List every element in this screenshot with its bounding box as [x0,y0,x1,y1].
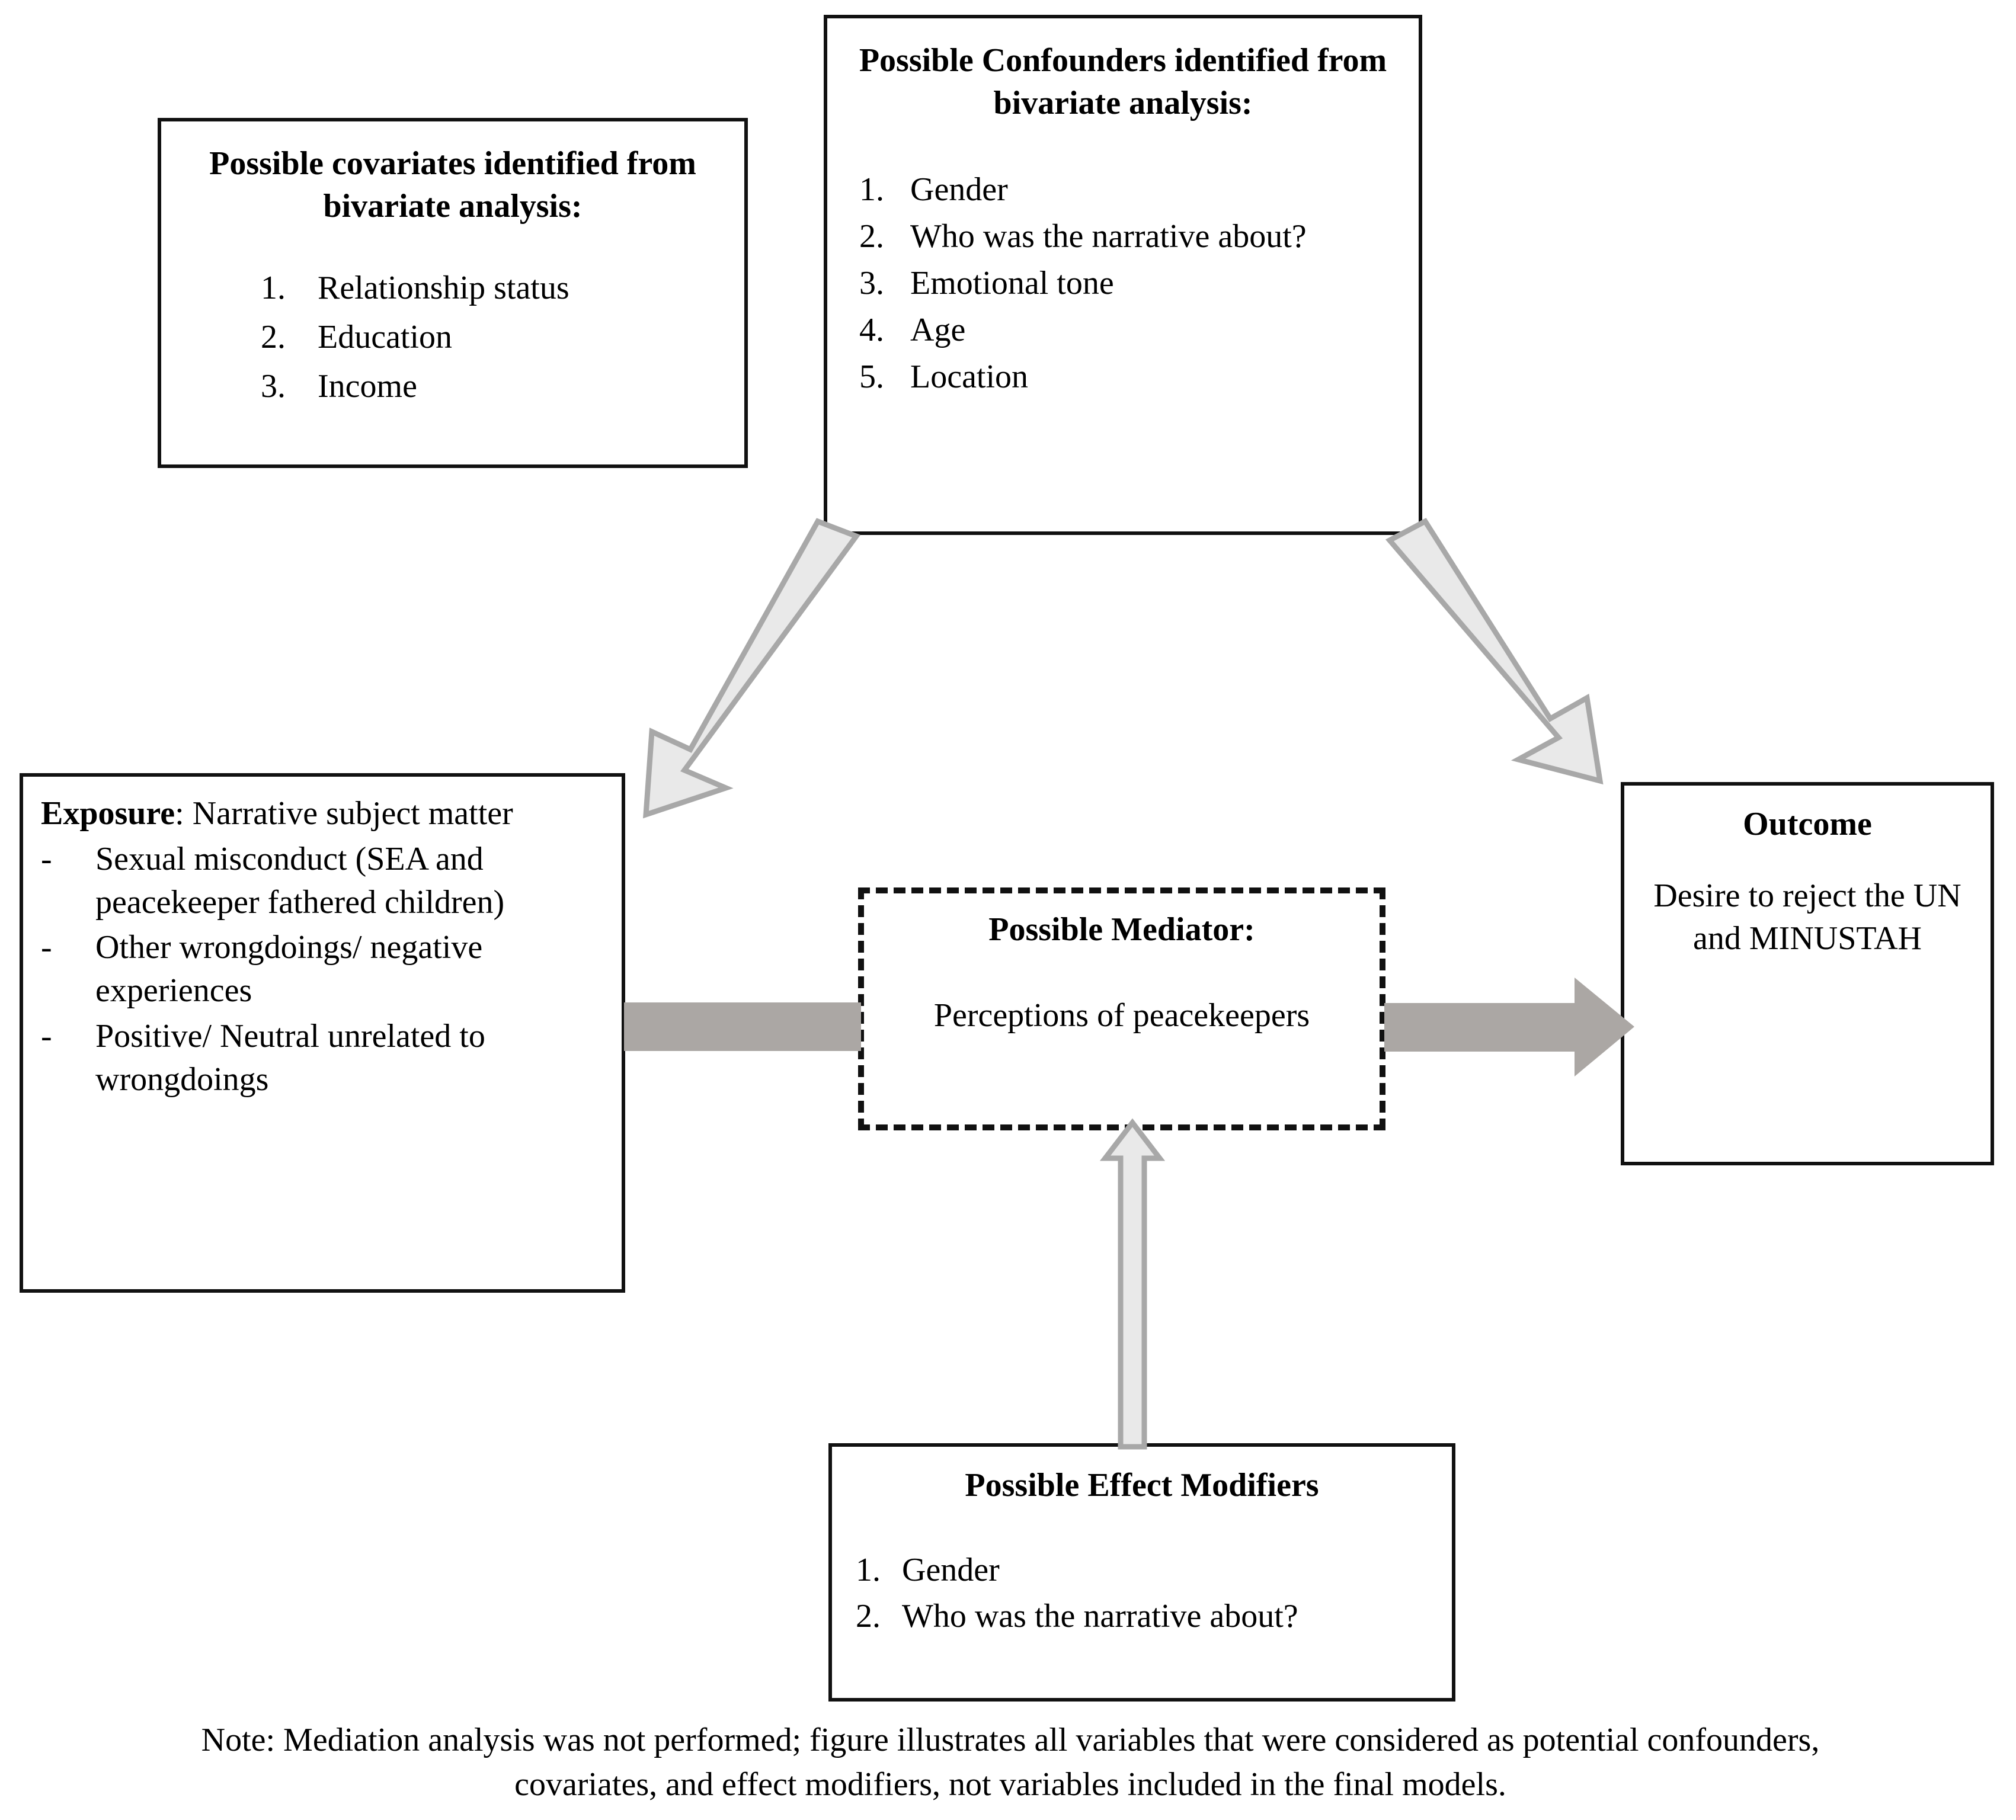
list-item: - Other wrongdoings/ negative experience… [41,926,604,1012]
arrow-confounders-to-exposure [643,518,861,819]
exposure-label: Exposure [41,795,175,832]
possible-effect-modifiers-list: 1. Gender 2. Who was the narrative about… [853,1549,1431,1639]
list-text: Other wrongdoings/ negative experiences [95,929,483,1010]
list-item: 2. Who was the narrative about? [856,1595,1431,1638]
possible-mediator-box: Possible Mediator: Perceptions of peacek… [858,887,1385,1130]
exposure-list: - Sexual misconduct (SEA and peacekeeper… [41,838,604,1101]
list-text: Who was the narrative about? [902,1598,1298,1635]
list-text: Relationship status [318,270,569,307]
list-marker: - [41,929,52,966]
exposure-heading: Exposure: Narrative subject matter [41,792,604,835]
possible-confounders-list: 1. Gender 2. Who was the narrative about… [855,168,1391,398]
list-marker: 1. [859,171,884,209]
list-marker: 2. [859,218,884,255]
list-item: 3. Income [261,365,721,408]
list-marker: 3. [261,367,286,405]
outcome-title: Outcome [1743,806,1872,842]
list-text: Who was the narrative about? [910,218,1307,255]
list-marker: - [41,1017,52,1055]
list-text: Positive/ Neutral unrelated to wrongdoin… [95,1017,485,1098]
exposure-label-suffix: : Narrative subject matter [175,795,513,832]
possible-confounders-title: Possible Confounders identified from biv… [859,42,1387,121]
list-item: - Sexual misconduct (SEA and peacekeeper… [41,838,604,924]
possible-covariates-box: Possible covariates identified from biva… [158,118,748,468]
list-text: Emotional tone [910,264,1114,302]
list-item: - Positive/ Neutral unrelated to wrongdo… [41,1015,604,1101]
list-item: 1. Relationship status [261,267,721,310]
arrow-confounders-to-outcome [1385,518,1604,785]
list-marker: 2. [856,1598,881,1635]
possible-effect-modifiers-box: Possible Effect Modifiers 1. Gender 2. W… [828,1443,1455,1702]
arrow-modifiers-to-mediator [1099,1118,1166,1450]
list-item: 4. Age [859,309,1391,352]
figure-note: Note: Mediation analysis was not perform… [201,1722,1820,1803]
possible-covariates-title: Possible covariates identified from biva… [209,145,696,225]
list-text: Sexual misconduct (SEA and peacekeeper f… [95,840,505,921]
possible-covariates-list: 1. Relationship status 2. Education 3. I… [185,267,721,408]
exposure-box: Exposure: Narrative subject matter - Sex… [20,773,625,1293]
list-text: Location [910,358,1029,395]
list-text: Gender [902,1551,1000,1588]
list-item: 5. Location [859,355,1391,399]
list-marker: 1. [856,1551,881,1588]
list-text: Gender [910,171,1008,209]
possible-mediator-title: Possible Mediator: [988,911,1255,948]
list-text: Income [318,367,417,405]
possible-confounders-box: Possible Confounders identified from biv… [824,15,1422,535]
possible-effect-modifiers-title: Possible Effect Modifiers [965,1467,1319,1504]
list-item: 2. Education [261,316,721,359]
list-marker: 3. [859,264,884,302]
list-text: Education [318,319,453,356]
outcome-box: Outcome Desire to reject the UN and MINU… [1621,782,1994,1165]
list-text: Age [910,311,966,348]
outcome-text: Desire to reject the UN and MINUSTAH [1653,877,1961,957]
list-item: 1. Gender [859,168,1391,212]
arrow-mediator-to-outcome [1384,978,1634,1076]
list-item: 1. Gender [856,1549,1431,1592]
list-marker: 4. [859,311,884,348]
connector-exposure-to-mediator [624,1002,861,1051]
list-marker: 2. [261,319,286,356]
possible-mediator-text: Perceptions of peacekeepers [933,996,1310,1034]
list-marker: - [41,840,52,877]
list-item: 2. Who was the narrative about? [859,215,1391,258]
list-item: 3. Emotional tone [859,262,1391,305]
list-marker: 5. [859,358,884,395]
list-marker: 1. [261,270,286,307]
